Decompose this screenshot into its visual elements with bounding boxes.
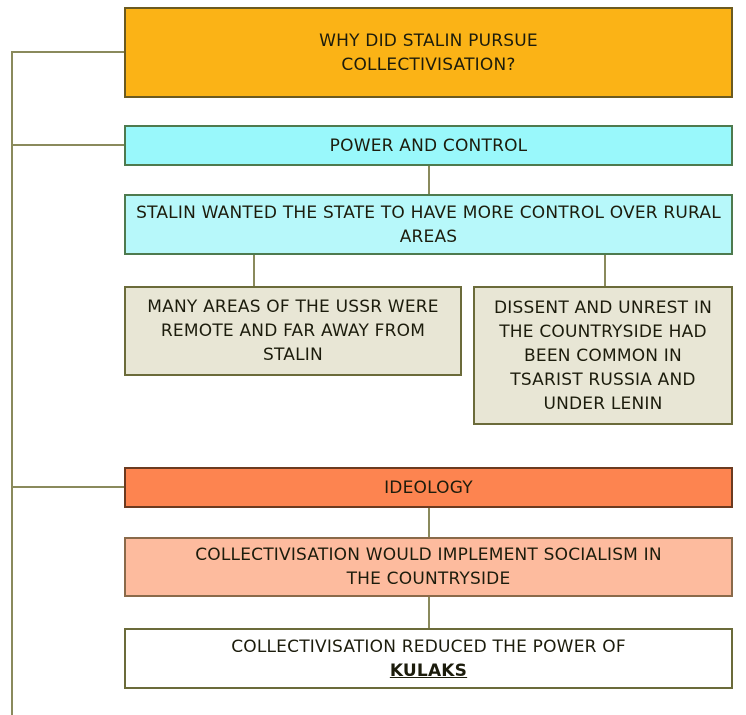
branch-power (11, 144, 125, 146)
reason-remote-areas: MANY AREAS OF THE USSR WERE REMOTE AND F… (124, 286, 462, 376)
connector (253, 255, 255, 287)
connector (428, 597, 430, 629)
statement-implement-socialism: COLLECTIVISATION WOULD IMPLEMENT SOCIALI… (124, 537, 733, 597)
statement-state-control: STALIN WANTED THE STATE TO HAVE MORE CON… (124, 194, 733, 255)
connector (428, 166, 430, 195)
connector (428, 508, 430, 538)
title-box: WHY DID STALIN PURSUE COLLECTIVISATION? (124, 7, 733, 98)
connector (604, 255, 606, 287)
spine-line (11, 51, 13, 715)
heading-power-and-control: POWER AND CONTROL (124, 125, 733, 166)
kulaks-link[interactable]: KULAKS (389, 660, 468, 681)
branch-ideology (11, 486, 125, 488)
heading-ideology: IDEOLOGY (124, 467, 733, 508)
reason-dissent-unrest: DISSENT AND UNREST IN THE COUNTRYSIDE HA… (473, 286, 733, 425)
branch-title (11, 51, 125, 53)
title-text: WHY DID STALIN PURSUE COLLECTIVISATION? (319, 30, 538, 75)
reason-reduce-kulaks: COLLECTIVISATION REDUCED THE POWER OF KU… (124, 628, 733, 689)
